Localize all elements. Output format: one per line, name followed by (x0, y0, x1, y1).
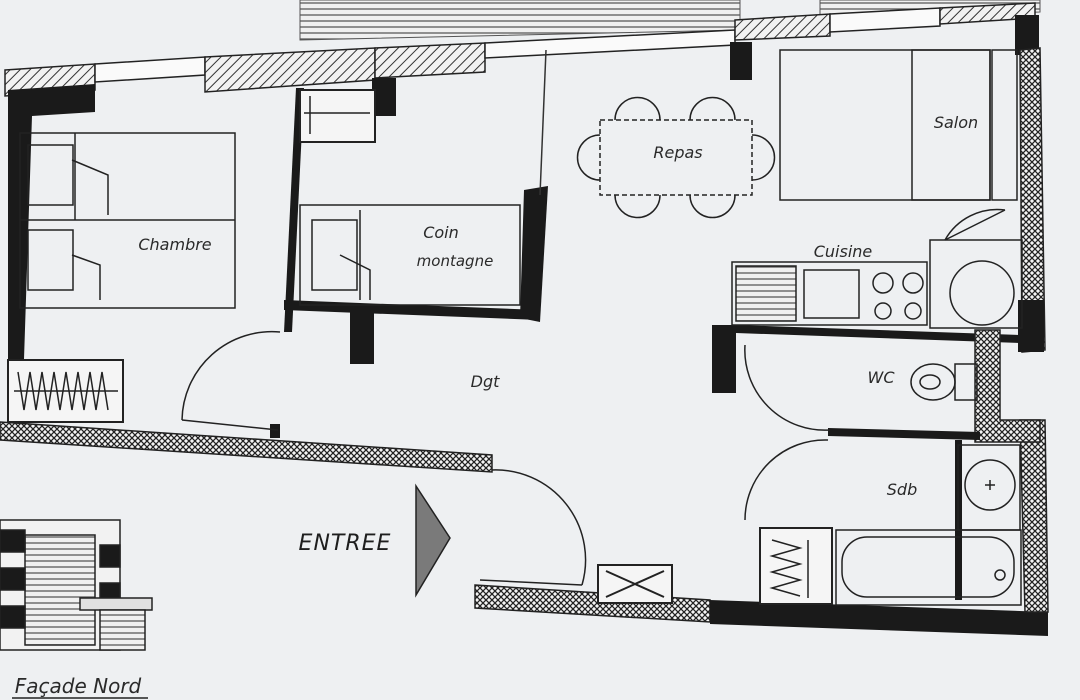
interior-walls (270, 88, 1041, 600)
entrance-arrow (415, 483, 451, 598)
room-label-salon: Salon (934, 113, 978, 132)
room-label-coin: Coin (423, 223, 459, 242)
room-label-sdb: Sdb (887, 480, 917, 499)
chambre-furniture (19, 132, 236, 309)
facade-elevation (0, 519, 153, 651)
salon-sofa (779, 49, 1018, 201)
bathroom-fixtures (744, 439, 1022, 606)
facade-label: Façade Nord (15, 674, 142, 698)
sliding-door (539, 49, 547, 196)
room-label-repas: Repas (653, 143, 702, 162)
room-label-cuisine: Cuisine (814, 242, 873, 261)
door-swings (181, 330, 587, 586)
room-label-chambre: Chambre (138, 235, 211, 254)
wc-fixture (744, 344, 978, 431)
outer-walls (0, 47, 1049, 636)
room-label-wc: WC (868, 368, 896, 387)
room-label-dgt: Dgt (471, 372, 500, 391)
vent-box (597, 564, 673, 604)
coin-closet (299, 89, 376, 143)
chambre-wardrobe (7, 359, 124, 423)
entrance-label: ENTREE (299, 531, 392, 556)
kitchen (731, 208, 1023, 329)
sdb-storage (759, 527, 833, 605)
room-label-montagne: montagne (417, 252, 494, 270)
dining-table (576, 96, 776, 219)
coin-montagne-furniture (299, 204, 521, 306)
north-top-wall (4, 2, 1039, 116)
